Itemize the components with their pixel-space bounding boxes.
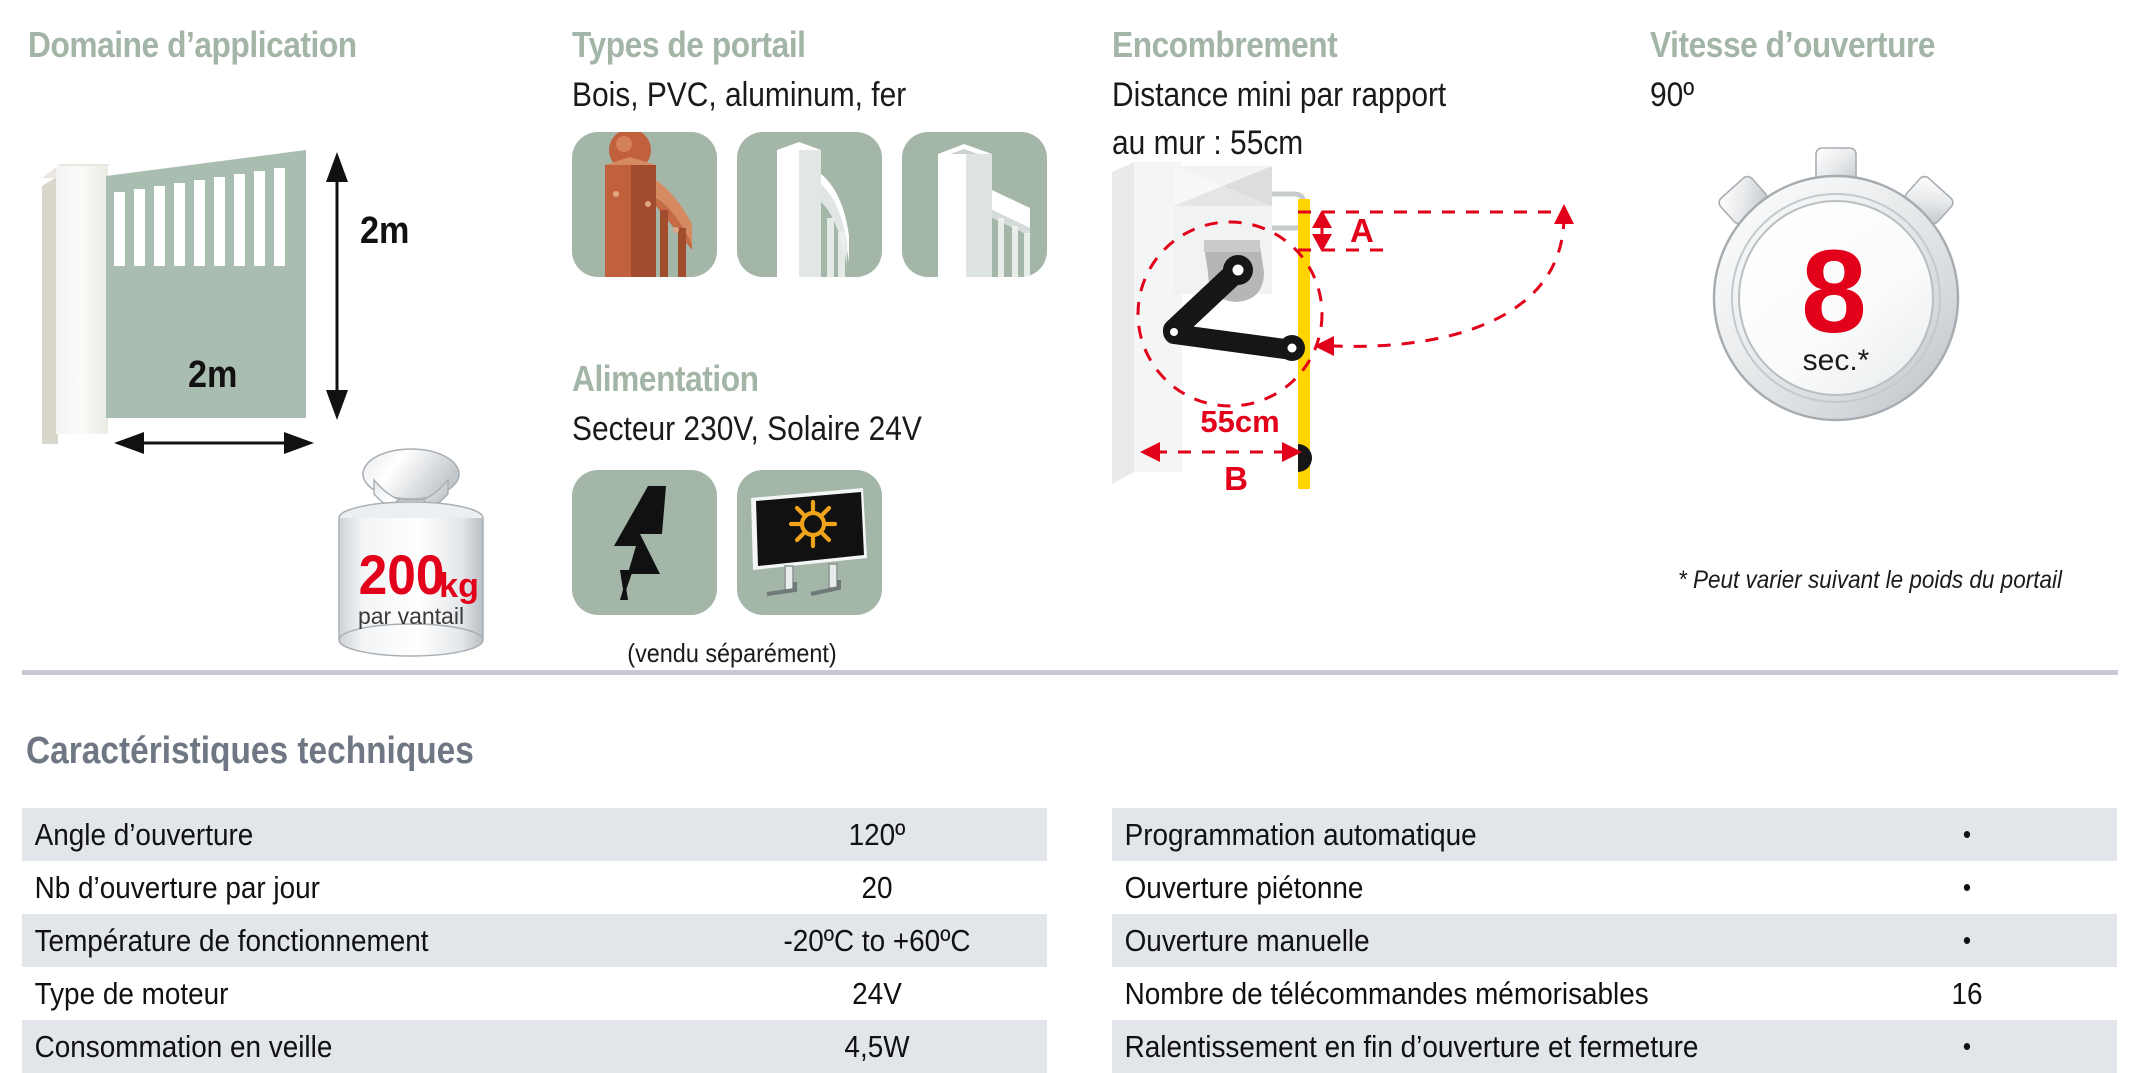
wall-slab xyxy=(1112,162,1134,484)
spec-value: -20ºC to +60ºC xyxy=(783,922,971,958)
label-b: B xyxy=(1224,460,1248,494)
solar-sold-separately-note: (vendu séparément) xyxy=(627,638,837,668)
weight-note: par vantail xyxy=(358,603,464,629)
table-row: Nb d’ouverture par jour 20 xyxy=(22,861,1047,914)
section-domaine-application: Domaine d’application 2m 2m xyxy=(28,24,568,657)
section-subtitle-vitesse: 90º xyxy=(1650,76,1695,114)
section-title-vitesse: Vitesse d’ouverture xyxy=(1650,24,1936,65)
solar-panel-icon xyxy=(737,470,882,615)
stopwatch-value: 8 xyxy=(1801,226,1867,358)
section-types-portail: Types de portail Bois, PVC, aluminum, fe… xyxy=(572,24,1072,277)
stopwatch-unit: sec.* xyxy=(1803,344,1870,377)
spec-value: 4,5W xyxy=(844,1028,910,1064)
spec-label: Nombre de télécommandes mémorisables xyxy=(1124,975,1649,1011)
section-title-types: Types de portail xyxy=(572,24,806,65)
section-divider xyxy=(22,670,2118,675)
spec-value: • xyxy=(1962,819,1972,849)
vitesse-footnote: * Peut varier suivant le poids du portai… xyxy=(1678,566,2062,594)
section-title-domaine: Domaine d’application xyxy=(28,24,357,65)
spec-value: 24V xyxy=(852,975,902,1011)
section-vitesse-ouverture: Vitesse d’ouverture 90º xyxy=(1650,24,2120,594)
weight-value: 200 xyxy=(359,544,445,606)
table-row: Nombre de télécommandes mémorisables 16 xyxy=(1112,967,2117,1020)
table-row: Ouverture manuelle • xyxy=(1112,914,2117,967)
weight-200kg-icon: 200 kg par vantail xyxy=(338,448,484,657)
section-subtitle-alimentation: Secteur 230V, Solaire 24V xyxy=(572,410,922,448)
table-row: Consommation en veille 4,5W xyxy=(22,1020,1047,1073)
label-a: A xyxy=(1350,212,1374,249)
section-encombrement: Encombrement Distance mini par rapport a… xyxy=(1112,24,1752,494)
clearance-diagram: A 55cm B xyxy=(1112,162,1574,494)
table-row: Ralentissement en fin d’ouverture et fer… xyxy=(1112,1020,2117,1073)
gate-illustration xyxy=(28,130,388,460)
label-distance: 55cm xyxy=(1200,404,1279,439)
spec-label: Nb d’ouverture par jour xyxy=(34,869,320,905)
articulated-arm xyxy=(1163,255,1305,361)
spec-value: 16 xyxy=(1951,975,1983,1011)
encombrement-subtitle-line1: Distance mini par rapport xyxy=(1112,76,1447,114)
lightning-bolt-icon xyxy=(572,470,717,615)
stopwatch-icon: 8 sec.* xyxy=(1712,147,1960,422)
gate-height-label: 2m xyxy=(360,210,410,252)
height-dimension-arrow xyxy=(326,152,348,420)
spec-label: Programmation automatique xyxy=(1124,816,1477,852)
power-source-tiles xyxy=(572,470,882,615)
spec-label: Angle d’ouverture xyxy=(34,816,254,852)
table-row: Programmation automatique • xyxy=(1112,808,2117,861)
table-row: Type de moteur 24V xyxy=(22,967,1047,1020)
swing-circle xyxy=(1136,220,1324,408)
gate-slats xyxy=(114,164,300,266)
spec-label: Consommation en veille xyxy=(34,1028,333,1064)
specs-heading: Caractéristiques techniques xyxy=(26,730,474,772)
spec-label: Ouverture piétonne xyxy=(1124,869,1364,905)
spec-value: 20 xyxy=(861,869,893,905)
spec-value: • xyxy=(1962,872,1972,902)
pillar-front-face xyxy=(56,166,108,434)
table-row: Angle d’ouverture 120º xyxy=(22,808,1047,861)
pvc-post-icon xyxy=(737,132,882,277)
table-row: Température de fonctionnement -20ºC to +… xyxy=(22,914,1047,967)
spec-label: Ouverture manuelle xyxy=(1124,922,1370,958)
width-dimension-arrow xyxy=(114,432,314,454)
specs-table-left: Angle d’ouverture 120º Nb d’ouverture pa… xyxy=(22,808,1047,1073)
aluminium-post-icon xyxy=(902,132,1047,277)
section-title-encombrement: Encombrement xyxy=(1112,24,1338,65)
table-row: Ouverture piétonne • xyxy=(1112,861,2117,914)
pillar-side-face xyxy=(42,176,58,444)
spec-value: • xyxy=(1962,925,1972,955)
spec-label: Type de moteur xyxy=(34,975,229,1011)
wood-post-icon xyxy=(572,132,717,277)
spec-label: Ralentissement en fin d’ouverture et fer… xyxy=(1124,1028,1699,1064)
spec-label: Température de fonctionnement xyxy=(34,922,429,958)
spec-value: • xyxy=(1962,1031,1972,1061)
section-subtitle-types: Bois, PVC, aluminum, fer xyxy=(572,76,907,114)
section-title-alimentation: Alimentation xyxy=(572,358,759,399)
specs-table-right: Programmation automatique • Ouverture pi… xyxy=(1112,808,2117,1073)
spec-value: 120º xyxy=(848,816,906,852)
gate-material-tiles xyxy=(572,132,1047,277)
weight-unit: kg xyxy=(439,567,479,605)
encombrement-subtitle-line2: au mur : 55cm xyxy=(1112,123,1304,162)
gate-width-label: 2m xyxy=(188,354,238,396)
section-alimentation: Alimentation Secteur 230V, Solaire 24V xyxy=(572,358,1072,668)
